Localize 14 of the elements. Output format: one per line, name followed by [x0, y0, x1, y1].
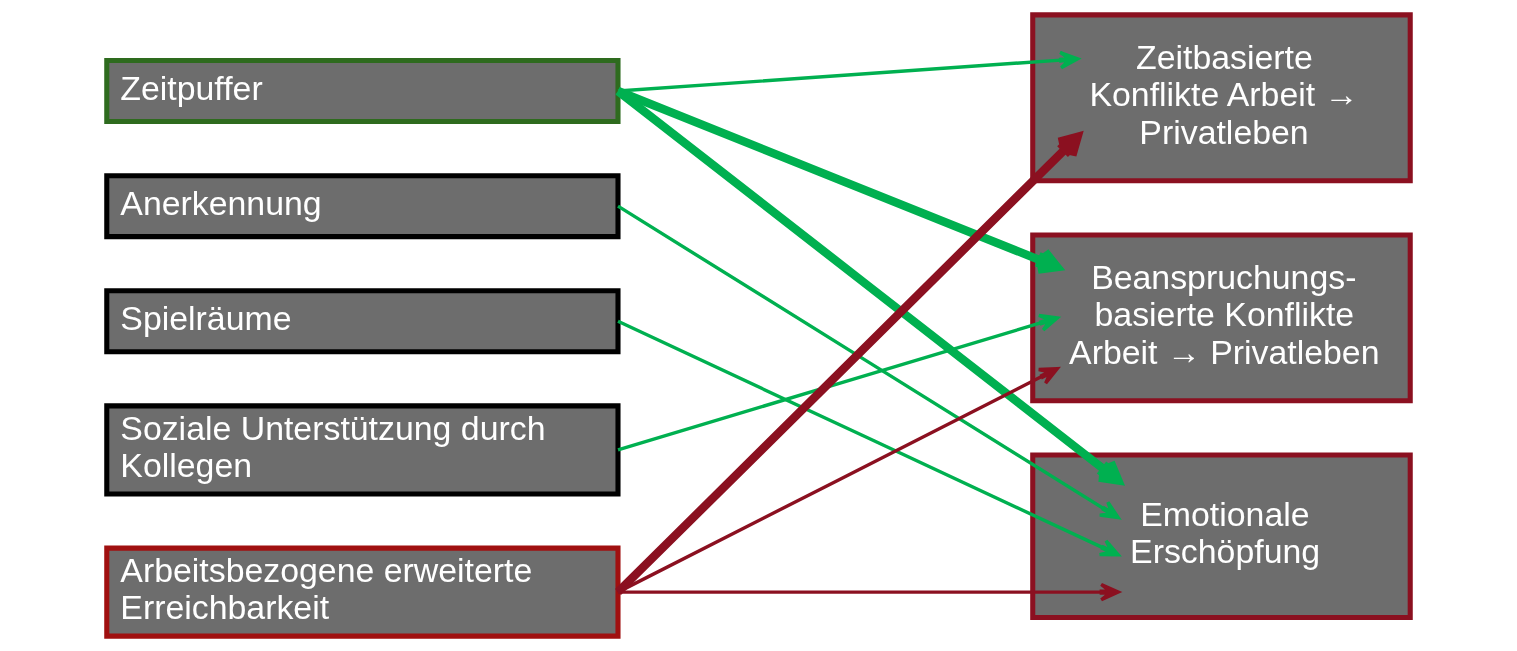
arrow: [617, 313, 1059, 452]
arrow: [617, 319, 1120, 557]
node-box: Zeitbasierte Konflikte Arbeit → Privatleben: [1030, 12, 1413, 184]
arrow: [617, 50, 1080, 93]
node-box: Arbeitsbezogene erweiterte Erreichbarkeit: [104, 545, 621, 639]
node-box: Soziale Unterstützung durch Kollegen: [104, 403, 621, 497]
node-box: Spielräume: [104, 288, 621, 355]
node-box: Anerkennung: [104, 173, 621, 240]
arrow: [615, 87, 1123, 485]
node-box: Emotionale Erschöpfung: [1030, 452, 1413, 621]
arrow: [615, 132, 1082, 596]
arrow: [617, 204, 1120, 520]
node-box: Zeitpuffer: [104, 58, 621, 125]
arrow: [618, 582, 1120, 602]
